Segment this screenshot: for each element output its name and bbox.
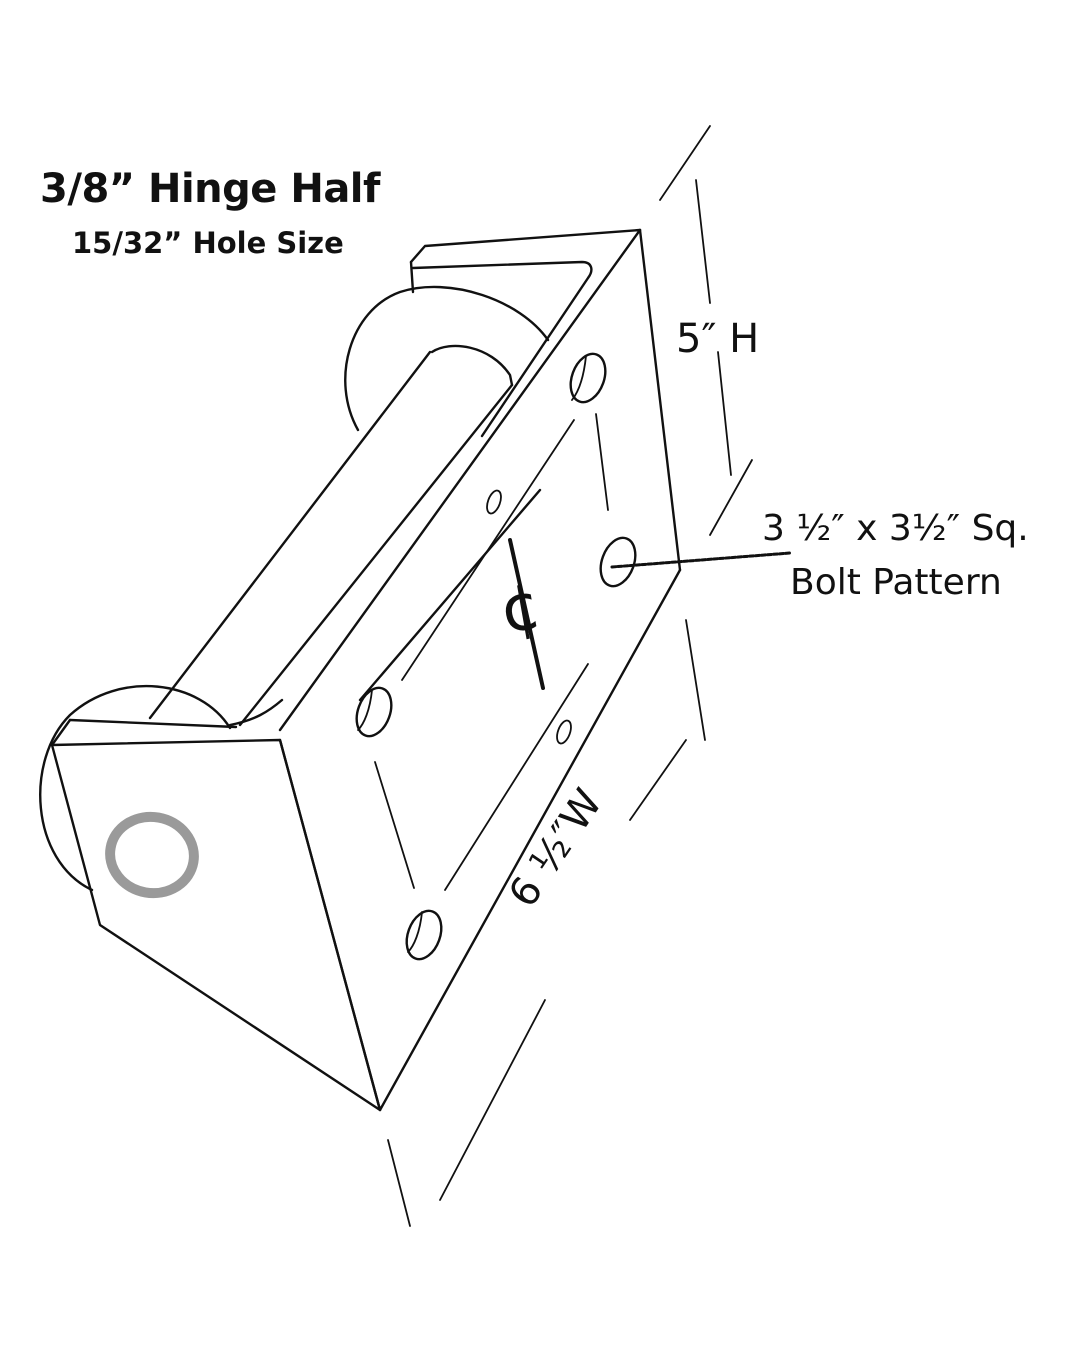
height-ext-bottom xyxy=(709,459,753,536)
pin-hole-lower xyxy=(556,719,572,745)
front-top-bevel xyxy=(50,718,72,747)
upper-barrel-disc xyxy=(344,285,550,432)
height-dim-lower xyxy=(717,351,732,476)
width-dim-upper xyxy=(629,739,687,821)
front-top-bevel-2 xyxy=(68,718,238,729)
bolt-hole-left-inner xyxy=(357,689,373,731)
width-dim-lower xyxy=(439,999,546,1201)
barrel-edge-lower xyxy=(238,383,514,727)
bolt-guide-3 xyxy=(374,761,415,889)
top-flange-outer xyxy=(409,228,642,264)
bolt-hole-left xyxy=(355,686,393,738)
front-end-face xyxy=(50,738,382,1112)
centerline-axis xyxy=(508,538,545,690)
barrel-inner-curve xyxy=(228,698,284,727)
barrel-end-curve xyxy=(430,344,514,387)
top-flange-inner xyxy=(411,260,593,438)
bolt-pattern-leader xyxy=(610,551,792,569)
bolt-pattern-size-label: 3 ½″ x 3½″ Sq. xyxy=(762,508,1029,549)
width-ext-left xyxy=(387,1139,411,1227)
pin-hole-upper xyxy=(486,489,502,515)
height-dimension-label: 5″ H xyxy=(676,316,760,362)
bolt-guide-2 xyxy=(401,419,575,681)
barrel-edge-upper xyxy=(148,350,432,720)
bolt-guide-1 xyxy=(595,413,609,511)
face-inner-line xyxy=(358,488,542,702)
hinge-pin-hole xyxy=(105,811,199,899)
plate-diagonal-top xyxy=(278,228,642,732)
width-ext-right xyxy=(685,619,706,741)
bolt-hole-right xyxy=(599,536,637,588)
bolt-hole-top-inner xyxy=(571,355,587,401)
bolt-hole-top xyxy=(569,352,607,404)
lower-barrel-disc xyxy=(39,685,232,892)
bolt-pattern-label: Bolt Pattern xyxy=(790,562,1002,603)
hole-size-subtitle: 15/32” Hole Size xyxy=(72,226,344,260)
top-flange-left-edge xyxy=(409,260,415,294)
height-dim-upper xyxy=(695,179,711,304)
plate-right-lower xyxy=(378,568,682,1112)
drawing-title: 3/8” Hinge Half xyxy=(40,166,380,212)
height-ext-top xyxy=(659,125,711,201)
plate-right-edge xyxy=(638,228,682,572)
bolt-hole-bottom xyxy=(405,909,443,961)
bolt-hole-bottom-inner xyxy=(407,911,423,953)
bolt-guide-4 xyxy=(444,663,589,891)
